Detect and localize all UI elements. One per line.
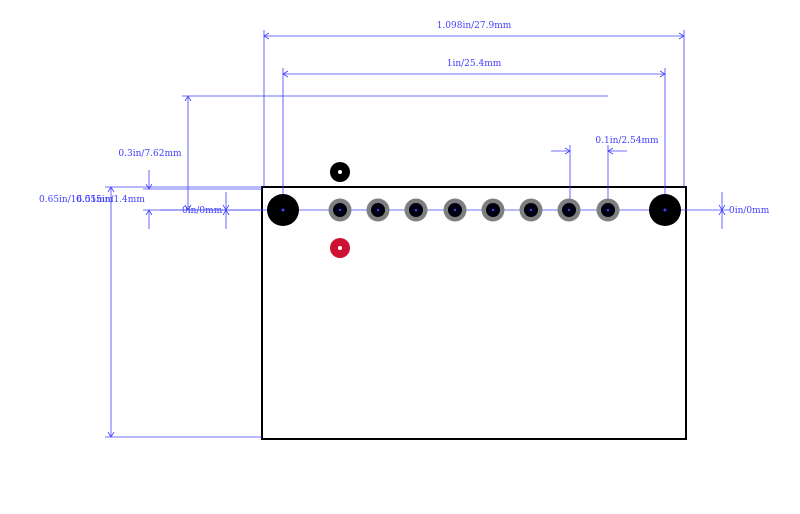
mount-hole-right [649, 194, 681, 226]
pin-pad [557, 198, 581, 222]
mount-hole-left [267, 194, 299, 226]
dimension-mount-hole-spacing-label: 1in/25.4mm [447, 59, 502, 69]
dimension-overall-height-label: 0.65in/16.51mm [39, 195, 114, 205]
pin-pad [404, 198, 428, 222]
dimension-right-zero: 0in/0mm [718, 192, 770, 229]
pin1-marker-black [330, 162, 350, 182]
dimension-left-zero-label: 0in/0mm [182, 206, 223, 216]
dimension-overall-width-label: 1.098in/27.9mm [437, 21, 512, 31]
dimension-overall-height: 0.65in/16.51mm [39, 186, 262, 438]
pin-pad [481, 198, 505, 222]
pin-pad [328, 198, 352, 222]
dimension-right-zero-label: 0in/0mm [729, 206, 770, 216]
dimension-edge-offset: 0.055in/1.4mm [76, 170, 262, 229]
dimension-edge-offset-label: 0.055in/1.4mm [76, 195, 145, 205]
pin-row [328, 198, 620, 222]
pin-pad [366, 198, 390, 222]
dimension-overall-width: 1.098in/27.9mm [263, 21, 685, 187]
pin1-marker-red [330, 238, 350, 258]
dimension-mount-hole-spacing: 1in/25.4mm [282, 59, 666, 210]
component-outline-inner [262, 187, 687, 440]
dimension-pin-pitch-label: 0.1in/2.54mm [595, 136, 659, 146]
pin-pad [519, 198, 543, 222]
dimension-left-zero: 0in/0mm [182, 192, 230, 229]
dimension-row-offset: 0.3in/7.62mm [118, 95, 608, 211]
pin-pad [443, 198, 467, 222]
pin-pad [596, 198, 620, 222]
dimension-row-offset-label: 0.3in/7.62mm [118, 149, 182, 159]
component-outline [261, 186, 687, 440]
